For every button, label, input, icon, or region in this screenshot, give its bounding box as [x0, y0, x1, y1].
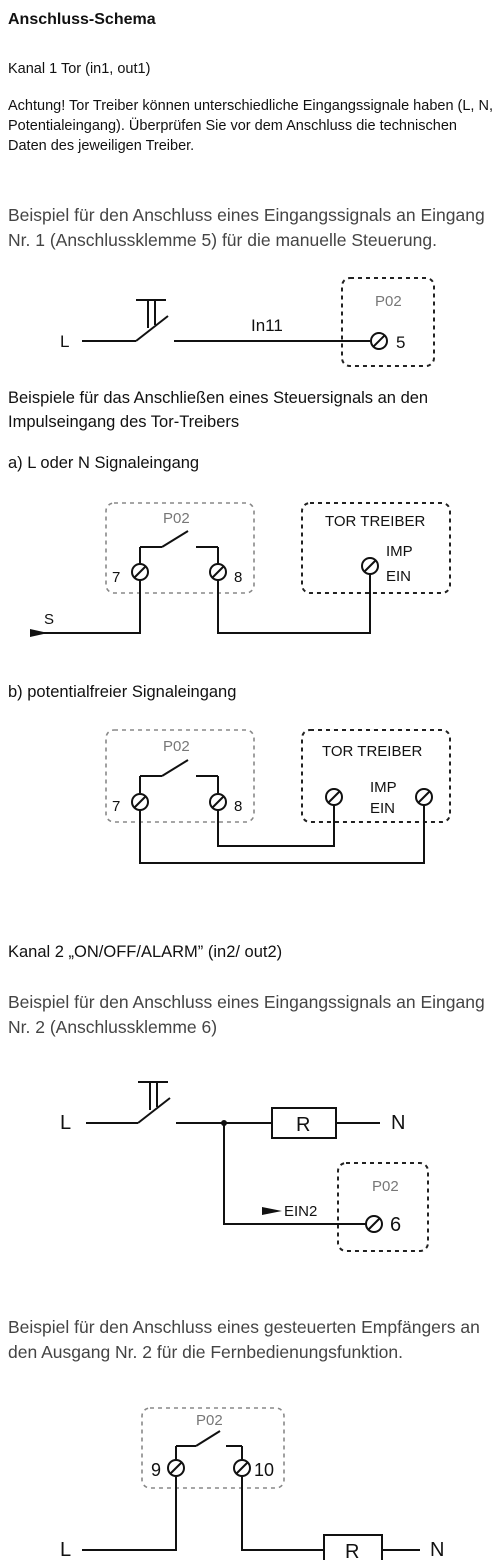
neutral-label: N	[391, 1112, 405, 1134]
device-label: P02	[372, 1178, 399, 1195]
terminal-screw-icon	[370, 332, 388, 350]
relay-contact-icon	[139, 759, 219, 793]
device-label: P02	[196, 1412, 223, 1429]
driver-label: TOR TREIBER	[322, 743, 422, 760]
device-box-p02	[105, 502, 255, 594]
terminal-label-9: 9	[151, 1460, 161, 1480]
arrow-right-icon	[262, 1207, 282, 1215]
case-b-heading: b) potentialfreier Signaleingang	[8, 683, 237, 701]
terminal-screw-icon	[209, 563, 227, 581]
pushbutton-icon	[135, 299, 169, 342]
resistor-label: R	[345, 1541, 359, 1560]
wire-label-in11: In11	[251, 316, 283, 335]
wire	[217, 574, 371, 634]
wire	[139, 805, 425, 864]
input-label-ein2: EIN2	[284, 1203, 317, 1220]
driver-imp-label: IMP	[370, 779, 397, 796]
terminal-label-8: 8	[234, 569, 242, 586]
channel1-warning: Achtung! Tor Treiber können unterschiedl…	[8, 98, 493, 154]
terminal-label-8: 8	[234, 798, 242, 815]
driver-label: TOR TREIBER	[325, 513, 425, 530]
diagram-input-2: L R N P02 EIN2 6	[60, 1081, 429, 1252]
page-title: Anschluss-Schema	[8, 11, 156, 28]
driver-imp-label: IMP	[386, 543, 413, 560]
channel1-input-example: Beispiel für den Anschluss eines Eingang…	[8, 205, 485, 250]
resistor-box	[323, 1534, 383, 1560]
terminal-label-6: 6	[390, 1214, 401, 1236]
impulse-example: Beispiele für das Anschließen eines Steu…	[8, 389, 429, 431]
device-box-p02	[105, 729, 255, 823]
terminal-label-7: 7	[112, 569, 120, 586]
terminal-label-5: 5	[396, 333, 405, 352]
device-box-p02	[337, 1162, 429, 1252]
line-l-label: L	[60, 1539, 71, 1560]
wire	[82, 1476, 177, 1551]
terminal-label-7: 7	[112, 798, 120, 815]
driver-ein-label: EIN	[386, 568, 411, 585]
terminal-screw-icon	[209, 793, 227, 811]
device-box-p02	[141, 1407, 285, 1489]
channel2-output-example: Beispiel für den Anschluss eines gesteue…	[8, 1317, 480, 1362]
terminal-screw-icon	[325, 788, 343, 806]
arrow-right-icon	[30, 629, 48, 637]
terminal-screw-icon	[167, 1459, 185, 1477]
line-l-label: L	[60, 1112, 71, 1134]
diagram-case-a: P02 7 8 TOR TREIBER IMP EIN S	[30, 502, 451, 637]
terminal-screw-icon	[361, 557, 379, 575]
wire	[40, 580, 141, 634]
resistor-label: R	[296, 1114, 310, 1136]
line-l-label: L	[60, 332, 69, 351]
signal-label-s: S	[44, 611, 54, 628]
device-label: P02	[375, 293, 402, 310]
driver-box	[301, 729, 451, 823]
device-box-p02	[341, 277, 435, 367]
pushbutton-icon	[137, 1081, 171, 1124]
case-a-heading: a) L oder N Signaleingang	[8, 454, 200, 472]
wire	[223, 1123, 366, 1225]
terminal-screw-icon	[233, 1459, 251, 1477]
terminal-label-10: 10	[254, 1460, 274, 1480]
relay-contact-icon	[139, 530, 219, 564]
channel1-heading: Kanal 1 Tor (in1, out1)	[8, 61, 151, 77]
channel2-input-example: Beispiel für den Anschluss eines Eingang…	[8, 992, 485, 1037]
resistor-box	[271, 1107, 337, 1139]
terminal-screw-icon	[131, 793, 149, 811]
diagram-input-1: L In11 P02 5	[60, 277, 435, 367]
driver-ein-label: EIN	[370, 800, 395, 817]
device-label: P02	[163, 738, 190, 755]
device-label: P02	[163, 510, 190, 527]
diagram-case-b: P02 7 8 TOR TREIBER IMP EIN	[105, 729, 451, 864]
wire	[241, 1476, 324, 1551]
driver-box	[301, 502, 451, 594]
terminal-screw-icon	[415, 788, 433, 806]
channel2-heading: Kanal 2 „ON/OFF/ALARM” (in2/ out2)	[8, 943, 283, 961]
neutral-label: N	[430, 1539, 444, 1560]
wire	[217, 805, 335, 847]
terminal-screw-icon	[365, 1215, 383, 1233]
diagram-output-2: P02 9 10 L R N	[60, 1407, 444, 1560]
terminal-screw-icon	[131, 563, 149, 581]
relay-contact-icon	[175, 1430, 243, 1460]
